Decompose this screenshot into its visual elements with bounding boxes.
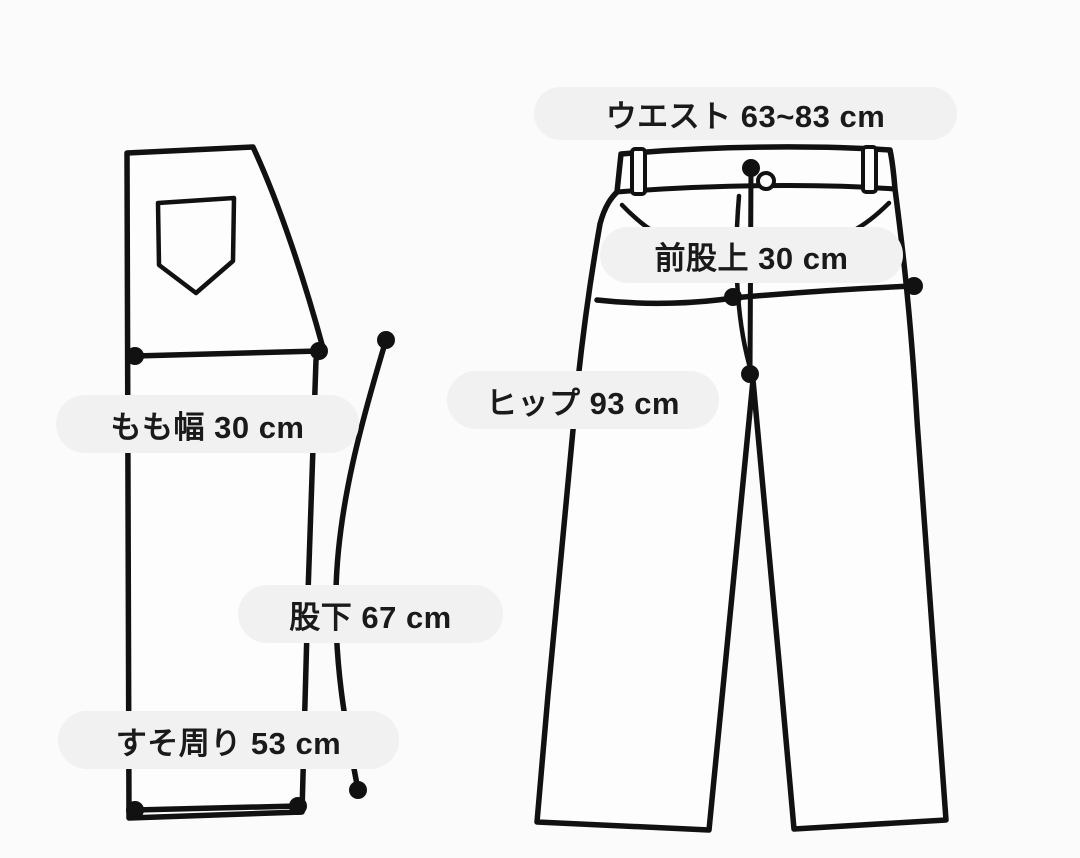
thigh-width-label: もも幅 30 cm [56,395,359,453]
inseam-label: 股下 67 cm [238,585,503,643]
fly-seam [734,193,752,367]
belt-loop [861,145,878,194]
measure-dot [905,277,923,295]
hip-label: ヒップ 93 cm [447,371,719,429]
front-rise-label: 前股上 30 cm [600,227,903,283]
measure-dot [349,781,367,799]
hem-around-label: すそ周り 53 cm [58,711,399,769]
front-view-pants [534,144,949,833]
waist-label: ウエスト 63~83 cm [534,87,957,140]
measure-dot [741,365,759,383]
waist-button [756,171,776,191]
measure-dot [310,342,328,360]
measure-dot [742,159,760,177]
hem-measure-line [132,803,301,813]
thigh-measure-line [132,348,322,359]
measure-dot [126,347,144,365]
measure-dot [724,288,742,306]
front-measure-dots [724,159,923,383]
measure-dot [377,331,395,349]
back-pocket [155,195,237,296]
belt-loop [630,147,647,196]
measure-dot [289,797,307,815]
side-measure-dots [126,331,395,819]
measure-dot [126,801,144,819]
